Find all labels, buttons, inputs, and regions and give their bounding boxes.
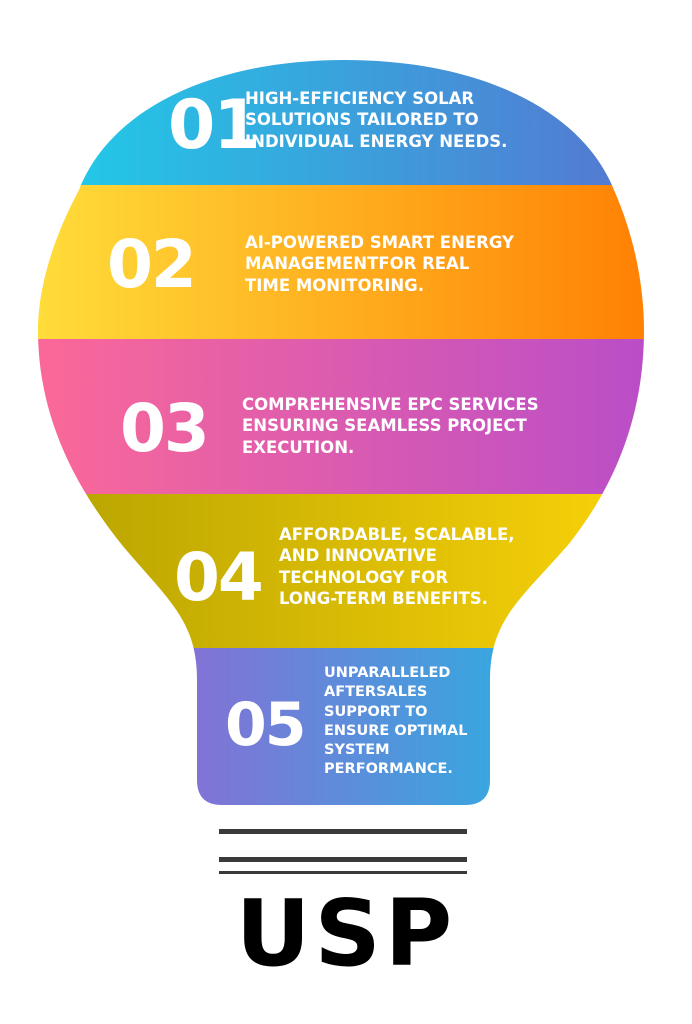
item-5-text: UNPARALLELED AFTERSALES SUPPORT TO ENSUR…: [324, 664, 468, 780]
item-3-number: 03: [120, 390, 210, 467]
item-5-line-3: SUPPORT TO: [324, 703, 428, 720]
item-4-line-3: TECHNOLOGY FOR: [279, 567, 449, 587]
item-1-line-1: HIGH-EFFICIENCY SOLAR: [245, 89, 475, 108]
item-4-line-2: AND INNOVATIVE: [279, 546, 437, 566]
item-3-line-1: COMPREHENSIVE EPC SERVICES: [242, 395, 539, 414]
band-3: [38, 339, 644, 494]
item-1-number: 01: [168, 86, 261, 165]
base-rule-3: [219, 871, 467, 874]
item-4-line-1: AFFORDABLE, SCALABLE,: [279, 525, 515, 544]
item-5-line-6: PERFORMANCE.: [324, 761, 453, 778]
item-4-line-4: LONG-TERM BENEFITS.: [279, 589, 488, 609]
item-4-number: 04: [174, 539, 264, 616]
item-2-line-3: TIME MONITORING.: [245, 275, 424, 295]
item-3-text: COMPREHENSIVE EPC SERVICES ENSURING SEAM…: [242, 394, 539, 458]
item-1-line-3: INDIVIDUAL ENERGY NEEDS.: [245, 131, 508, 151]
item-5-number: 05: [225, 690, 306, 760]
base-rule-1: [219, 829, 467, 834]
item-2-line-2: MANAGEMENTFOR REAL: [245, 254, 470, 274]
item-5-line-5: SYSTEM: [324, 742, 390, 759]
band-2: [38, 185, 644, 339]
item-4-text: AFFORDABLE, SCALABLE, AND INNOVATIVE TEC…: [279, 524, 515, 610]
item-3-line-3: EXECUTION.: [242, 437, 355, 457]
item-2-number: 02: [107, 226, 197, 303]
item-1-text: HIGH-EFFICIENCY SOLAR SOLUTIONS TAILORED…: [245, 88, 507, 152]
item-2-line-1: AI-POWERED SMART ENERGY: [245, 233, 514, 252]
item-5-line-4: ENSURE OPTIMAL: [324, 722, 468, 739]
item-3-line-2: ENSURING SEAMLESS PROJECT: [242, 416, 527, 436]
diagram-title: USP: [235, 880, 457, 987]
item-5-line-1: UNPARALLELED: [324, 665, 451, 681]
item-5-line-2: AFTERSALES: [324, 684, 428, 701]
item-1-line-2: SOLUTIONS TAILORED TO: [245, 110, 479, 130]
item-2-text: AI-POWERED SMART ENERGY MANAGEMENTFOR RE…: [245, 232, 514, 296]
base-rule-2: [219, 857, 467, 862]
